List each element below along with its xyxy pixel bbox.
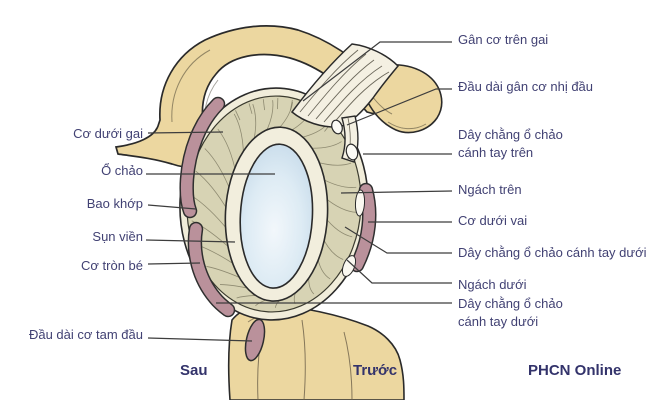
infraspinatus-band [180, 98, 224, 217]
label-bao-khop: Bao khớp [86, 196, 143, 211]
leader-ngach-tren [340, 190, 453, 194]
label-posterior: Sau [180, 362, 208, 379]
label-day-chang-tren-line2: cánh tay trên [458, 145, 534, 160]
inferior-recess [341, 255, 357, 277]
brand-label: PHCN Online [528, 362, 622, 379]
label-day-chang-duoi-line2: cánh tay dưới [458, 314, 539, 329]
label-co-tron-be: Cơ tròn bé [81, 258, 143, 273]
leader-co-duoi-gai [147, 131, 224, 134]
leader-lines [145, 41, 453, 342]
superior-ligament-cut [331, 119, 343, 135]
label-co-duoi-vai: Cơ dưới vai [458, 213, 528, 228]
label-ngach-tren: Ngách trên [458, 182, 522, 197]
leader-day-chang-duoi-a [344, 226, 452, 254]
label-gan-co-tren-gai: Gân cơ trên gai [458, 32, 549, 47]
humerus-bone [227, 304, 405, 400]
leader-sun-vien [145, 239, 236, 243]
teres-minor-band [189, 223, 234, 316]
label-dau-dai-gan-co-nhi-dau: Đầu dài gân cơ nhị đầu [458, 79, 594, 94]
leader-bao-khop [147, 204, 197, 210]
glenoid-cavity [239, 143, 314, 289]
recesses [331, 119, 366, 277]
subscapularis-band [351, 184, 375, 271]
superior-recess [354, 189, 366, 217]
leader-ngach-duoi [346, 259, 452, 284]
biceps-cut-end [345, 143, 359, 161]
label-dau-dai-co-tam-dau: Đầu dài cơ tam đầu [28, 327, 143, 342]
leader-co-tron-be [147, 262, 201, 265]
leader-dau-dai-gan-co-nhi-dau [346, 88, 452, 126]
label-co-duoi-gai: Cơ dưới gai [73, 126, 143, 141]
label-day-chang-duoi-inline: Dây chằng ổ chảo cánh tay dưới [458, 245, 647, 260]
label-o-chao: Ổ chảo [101, 163, 143, 178]
leader-gan-co-tren-gai [302, 41, 452, 102]
label-day-chang-tren-line1: Dây chằng ổ chảo [458, 127, 563, 142]
label-sun-vien: Sụn viền [92, 229, 143, 244]
label-ngach-duoi: Ngách dưới [458, 277, 527, 292]
triceps-long-head [244, 318, 266, 362]
muscle-bands [179, 96, 377, 362]
label-day-chang-duoi-line1: Dây chằng ổ chảo [458, 296, 563, 311]
label-anterior: Trước [353, 362, 398, 379]
leader-dau-dai-co-tam-dau [147, 337, 253, 342]
